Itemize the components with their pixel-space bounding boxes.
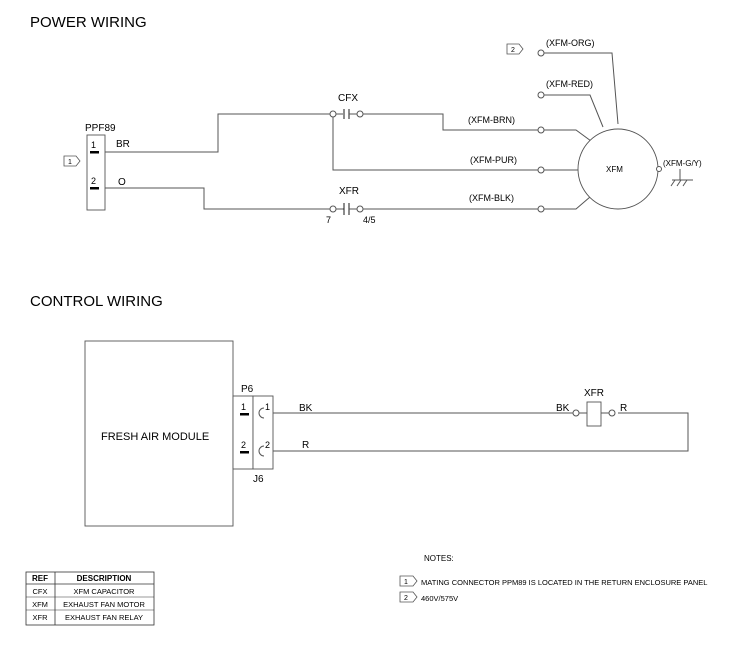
terminal-blk <box>537 205 545 213</box>
p6-pin-1: 1 <box>241 402 246 412</box>
notes-title: NOTES: <box>424 554 454 563</box>
note-2-num: 2 <box>404 595 408 602</box>
ctrl-wire-bk-label: BK <box>299 403 313 414</box>
wire-xfm-org <box>544 52 619 125</box>
legend-row-3-ref: XFR <box>33 613 49 622</box>
xfm-red-label: (XFM-RED) <box>546 79 593 89</box>
p6-pin-1-bar <box>240 413 249 416</box>
xfm-brn-label: (XFM-BRN) <box>468 115 515 125</box>
control-wiring-title: CONTROL WIRING <box>30 293 163 310</box>
ppf89-label: PPF89 <box>85 123 116 134</box>
cfx-capacitor <box>329 109 364 119</box>
xfr-relay-label: XFR <box>584 388 604 399</box>
terminal-pur <box>537 166 545 174</box>
ground-icon <box>670 169 693 187</box>
ppf89-pin-1-bar <box>90 151 99 154</box>
terminal-brn <box>537 126 545 134</box>
ppf89-connector <box>86 134 106 211</box>
ppf89-pin-2: 2 <box>91 176 96 186</box>
fresh-air-module <box>84 340 234 527</box>
legend-row-1-desc: XFM CAPACITOR <box>74 587 136 596</box>
power-wiring-title: POWER WIRING <box>30 14 147 31</box>
legend-table: REF DESCRIPTION CFX XFM CAPACITOR XFM EX… <box>25 571 155 626</box>
xfr-pin-7: 7 <box>326 215 331 225</box>
legend-row-2-ref: XFM <box>32 600 48 609</box>
xfm-blk-label: (XFM-BLK) <box>469 193 514 203</box>
note-flag-2-label: 2 <box>511 47 515 54</box>
legend-row-2-desc: EXHAUST FAN MOTOR <box>63 600 145 609</box>
ppf89-pin-2-bar <box>90 187 99 190</box>
xfm-motor-label: XFM <box>606 165 623 174</box>
xfm-gy-label: (XFM-G/Y) <box>663 159 702 168</box>
fresh-air-module-label: FRESH AIR MODULE <box>101 431 209 443</box>
j6-connector <box>252 395 274 470</box>
xfm-pur-label: (XFM-PUR) <box>470 155 517 165</box>
note-flag-1: 1 <box>63 155 81 167</box>
p6-label: P6 <box>241 384 254 395</box>
ctrl-wire-r <box>273 412 689 452</box>
legend-header-ref: REF <box>32 574 48 583</box>
note-flag-1-label: 1 <box>68 159 72 166</box>
xfr-relay-bk: BK <box>556 403 570 414</box>
wire-br-label: BR <box>116 139 130 150</box>
wire-xfm-brn <box>363 113 538 131</box>
note-2-text: 460V/575V <box>421 594 458 603</box>
p6-pin-2-bar <box>240 451 249 454</box>
wire-xfm-red <box>544 94 604 128</box>
xfm-org-label: (XFM-ORG) <box>546 38 595 48</box>
ppf89-pin-1: 1 <box>91 140 96 150</box>
legend-row-3-desc: EXHAUST FAN RELAY <box>65 613 143 622</box>
xfr-relay-r: R <box>620 403 627 414</box>
j6-pin-1: 1 <box>265 402 270 412</box>
xfr-contact-label: XFR <box>339 186 359 197</box>
xfr-contact <box>329 203 364 215</box>
wire-xfm-pur <box>332 117 538 171</box>
xfr-pin-4-5: 4/5 <box>363 215 376 225</box>
terminal-gy <box>656 166 662 172</box>
legend-header-description: DESCRIPTION <box>77 574 132 583</box>
ctrl-wire-r-label: R <box>302 440 309 451</box>
p6-pin-2: 2 <box>241 440 246 450</box>
cfx-label: CFX <box>338 93 358 104</box>
wire-br <box>105 113 332 153</box>
note-1-text: MATING CONNECTOR PPM89 IS LOCATED IN THE… <box>421 578 707 587</box>
terminal-red <box>537 91 545 99</box>
j6-label: J6 <box>253 474 264 485</box>
note-1-num: 1 <box>404 579 408 586</box>
wire-o <box>105 187 330 210</box>
note-1: 1 MATING CONNECTOR PPM89 IS LOCATED IN T… <box>399 575 707 587</box>
terminal-org <box>537 49 545 57</box>
wire-o-label: O <box>118 177 126 188</box>
note-2: 2 460V/575V <box>399 591 458 603</box>
j6-pin-2: 2 <box>265 440 270 450</box>
note-flag-2: 2 <box>506 43 524 55</box>
legend-row-1-ref: CFX <box>33 587 48 596</box>
xfr-relay-coil <box>586 401 602 427</box>
